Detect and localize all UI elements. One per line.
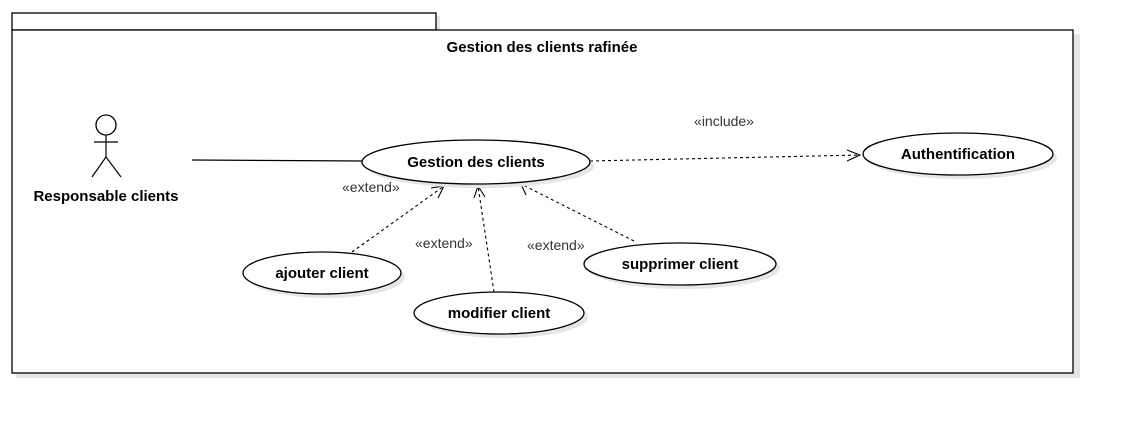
include-label: «include» <box>694 113 754 129</box>
package-frame[interactable]: Gestion des clients rafinée <box>11 12 1080 378</box>
actor-name: Responsable clients <box>33 188 178 205</box>
use-case-ajouter-client[interactable]: ajouter client <box>242 251 405 298</box>
actor-stick-figure-icon <box>91 114 122 178</box>
extend-label-modify: «extend» <box>415 235 473 251</box>
extend-label-delete: «extend» <box>527 237 585 253</box>
use-case-label: Authentification <box>901 146 1015 163</box>
association-line <box>191 159 365 162</box>
include-relation <box>589 149 862 162</box>
use-case-modifier-client[interactable]: modifier client <box>413 291 588 338</box>
use-case-label: supprimer client <box>622 256 739 273</box>
use-case-label: modifier client <box>448 305 551 322</box>
extend-label-add: «extend» <box>342 179 400 195</box>
package-title: Gestion des clients rafinée <box>447 39 638 56</box>
use-case-supprimer-client[interactable]: supprimer client <box>583 242 780 289</box>
use-case-gestion-des-clients[interactable]: Gestion des clients <box>361 139 594 188</box>
use-case-label: ajouter client <box>275 265 368 282</box>
actor-responsable-clients[interactable]: Responsable clients <box>33 114 179 205</box>
use-case-authentification[interactable]: Authentification <box>862 132 1057 179</box>
use-case-label: Gestion des clients <box>407 154 545 171</box>
